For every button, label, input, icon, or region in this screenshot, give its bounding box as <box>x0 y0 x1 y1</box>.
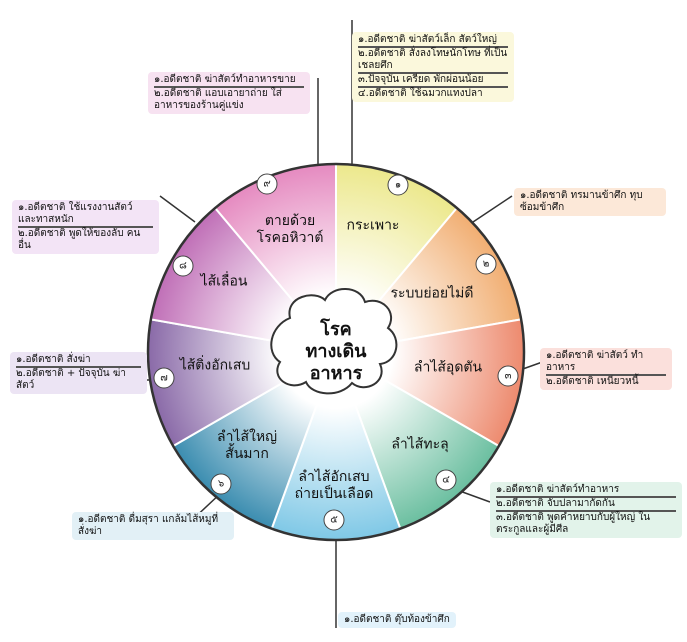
segment-label-6: ลำไส้ใหญ่ สั้นมาก <box>216 429 278 462</box>
note-line: ๓.อดีตชาติ พูดคำหยาบกับผู้ใหญ่ ในตระกูลแ… <box>496 512 651 535</box>
segment-number-7: ๗ <box>153 367 175 389</box>
note-line: ๒.อดีตชาติ แอบเอายาถ่าย ใส่อาหารของร้านค… <box>154 88 282 111</box>
center-title: โรค ทางเดิน อาหาร <box>306 319 367 385</box>
note-line: ๑.อดีตชาติ สั่งฆ่า <box>16 354 141 368</box>
segment-label-1: กระเพาะ <box>346 217 400 234</box>
note-left-lower: ๑.อดีตชาติ ดื่มสุรา แกล้มไส้หมูที่สั่งฆ่… <box>72 512 234 540</box>
note-left-middle: ๑.อดีตชาติ สั่งฆ่า ๒.อดีตชาติ + ปัจจุบัน… <box>10 352 147 394</box>
note-line: ๑.อดีตชาติ ฆ่าสัตว์ ทำอาหาร <box>546 350 666 376</box>
segment-label-8: ไส้เลื่อน <box>200 273 248 290</box>
note-top-left: ๑.อดีตชาติ ฆ่าสัตว์ทำอาหารขาย ๒.อดีตชาติ… <box>148 72 310 114</box>
segment-label-7: ไส้ติ่งอักเสบ <box>179 357 251 374</box>
note-line: ๒.อดีตชาติ จับปลามากัดกัน <box>496 498 676 512</box>
note-line: ๔.อดีตชาติ ใช้ฉมวกแทงปลา <box>358 88 483 99</box>
note-right-middle: ๑.อดีตชาติ ฆ่าสัตว์ ทำอาหาร ๒.อดีตชาติ เ… <box>540 348 672 390</box>
center-line-3: อาหาร <box>309 363 363 384</box>
segment-number-3: ๓ <box>497 365 519 387</box>
note-line: ๑.อดีตชาติ ฆ่าสัตว์ทำอาหาร <box>496 484 676 498</box>
note-right-upper: ๑.อดีตชาติ ทรมานข้าศึก ทุบซ้อมข้าศึก <box>514 188 666 216</box>
note-line: ๒.อดีตชาติ เหนียวหนี้ <box>546 376 639 387</box>
segment-label-9: ตายด้วย โรคอหิวาต์ <box>256 213 324 246</box>
segment-label-5: ลำไส้อักเสบ ถ่ายเป็นเลือด <box>294 469 374 502</box>
note-line: ๑.อดีตชาติ ใช้แรงงานสัตว์ และทาสหนัก <box>18 202 153 228</box>
note-line: ๑.อดีตชาติ ฆ่าสัตว์ทำอาหารขาย <box>154 74 304 88</box>
note-left-upper: ๑.อดีตชาติ ใช้แรงงานสัตว์ และทาสหนัก ๒.อ… <box>12 200 159 254</box>
segment-label-3: ลำไส้อุดตัน <box>413 359 483 376</box>
segment-label-2: ระบบย่อยไม่ดี <box>390 285 474 302</box>
connector-line-6 <box>469 195 513 225</box>
wheel-outline <box>146 162 526 542</box>
note-line: ๑.อดีตชาติ ฆ่าสัตว์เล็ก สัตว์ใหญ่ <box>358 34 508 48</box>
note-line: ๑.อดีตชาติ ทรมานข้าศึก ทุบซ้อมข้าศึก <box>520 190 643 213</box>
segment-number-5: ๕ <box>323 509 345 531</box>
note-bottom: ๑.อดีตชาติ ตุ๊บท้องข้าศึก <box>338 612 456 628</box>
segment-number-8: ๘ <box>172 255 194 277</box>
segment-number-2: ๒ <box>475 253 497 275</box>
segment-number-1: ๑ <box>387 174 409 196</box>
note-top-right: ๑.อดีตชาติ ฆ่าสัตว์เล็ก สัตว์ใหญ่ ๒.อดีต… <box>352 32 514 102</box>
note-line: ๒.อดีตชาติ + ปัจจุบัน ฆ่าสัตว์ <box>16 368 126 391</box>
center-line-1: โรค <box>320 319 352 340</box>
segment-number-4: ๔ <box>435 469 457 491</box>
segment-number-6: ๖ <box>210 473 232 495</box>
connector-line-3 <box>159 195 196 223</box>
segment-label-4: ลำไส้ทะลุ <box>391 436 449 453</box>
note-line: ๑.อดีตชาติ ตุ๊บท้องข้าศึก <box>344 614 450 625</box>
note-line: ๑.อดีตชาติ ดื่มสุรา แกล้มไส้หมูที่สั่งฆ่… <box>78 514 219 537</box>
note-line: ๒.อดีตชาติ สั่งลงโทษนักโทษ ที่เป็นเชลยศึ… <box>358 48 508 74</box>
note-line: ๒.อดีตชาติ พูดให้ของลับ คนอื่น <box>18 228 141 251</box>
center-line-2: ทางเดิน <box>305 341 367 362</box>
center-cloud <box>270 288 398 395</box>
note-right-lower: ๑.อดีตชาติ ฆ่าสัตว์ทำอาหาร ๒.อดีตชาติ จั… <box>490 482 682 538</box>
segment-number-9: ๙ <box>256 173 278 195</box>
note-line: ๓.ปัจจุบัน เครียด พักผ่อนน้อย <box>358 74 508 88</box>
